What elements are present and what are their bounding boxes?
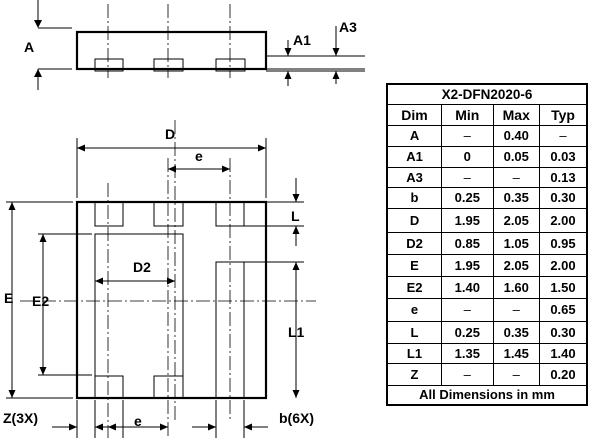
row-value: – (492, 362, 540, 386)
exposed-pad-D2 (94, 233, 184, 399)
row-value: – (441, 297, 494, 322)
row-value: 1.60 (492, 275, 540, 299)
row-value: 0 (441, 145, 494, 168)
header-max: Max (492, 103, 540, 126)
row-value: 2.05 (492, 207, 540, 233)
pad-top-2 (153, 201, 184, 227)
pad-L1 (215, 261, 245, 399)
row-value: 0.30 (538, 320, 588, 344)
side-view-lead-2 (153, 58, 184, 72)
label-A1: A1 (293, 32, 311, 48)
label-A3: A3 (339, 19, 357, 35)
row-dim-name: A (386, 124, 443, 147)
label-Z: Z(3X) (3, 410, 38, 426)
row-value: 2.05 (492, 253, 540, 277)
table-row: e––0.65 (386, 297, 588, 322)
row-value: 0.20 (538, 362, 588, 386)
row-value: 2.00 (538, 253, 588, 277)
table-header-row: Dim Min Max Typ (386, 103, 588, 126)
label-E2: E2 (32, 293, 49, 309)
row-value: 0.13 (538, 166, 588, 188)
label-e-top: e (195, 148, 203, 164)
row-dim-name: D2 (386, 231, 443, 255)
row-value: 0.35 (492, 320, 540, 344)
row-value: 0.65 (538, 297, 588, 322)
row-value: 0.25 (441, 320, 494, 344)
row-value: 1.40 (538, 342, 588, 364)
label-D: D (165, 126, 175, 142)
label-A: A (24, 39, 34, 55)
table-row: A–0.40– (386, 124, 588, 147)
row-value: 1.45 (492, 342, 540, 364)
row-dim-name: Z (386, 362, 443, 386)
row-value: 0.25 (441, 186, 494, 209)
side-view: A A1 A3 (24, 0, 365, 90)
label-b: b(6X) (279, 410, 314, 426)
row-value: 1.05 (492, 231, 540, 255)
row-value: 0.03 (538, 145, 588, 168)
row-dim-name: b (386, 186, 443, 209)
row-dim-name: L1 (386, 342, 443, 364)
label-E: E (4, 290, 13, 306)
header-min: Min (441, 103, 494, 126)
row-value: 1.95 (441, 207, 494, 233)
row-value: 0.35 (492, 186, 540, 209)
table-row: Z––0.20 (386, 362, 588, 386)
row-value: 0.95 (538, 231, 588, 255)
row-value: 0.30 (538, 186, 588, 209)
label-L1: L1 (288, 324, 305, 340)
label-e-bottom: e (134, 413, 142, 429)
side-view-lead-3 (215, 58, 246, 72)
row-value: – (441, 124, 494, 147)
row-dim-name: L (386, 320, 443, 344)
table-row: A3––0.13 (386, 166, 588, 188)
side-view-body (75, 30, 268, 71)
row-value: 1.40 (441, 275, 494, 299)
row-value: 1.95 (441, 253, 494, 277)
row-value: 1.50 (538, 275, 588, 299)
pad-top-1 (94, 201, 124, 227)
row-dim-name: E (386, 253, 443, 277)
row-value: 1.35 (441, 342, 494, 364)
row-value: – (538, 124, 588, 147)
row-value: – (441, 166, 494, 188)
bottom-view-body (75, 200, 268, 400)
row-dim-name: D (386, 207, 443, 233)
pad-bottom-2 (153, 375, 184, 399)
row-value: 0.05 (492, 145, 540, 168)
row-dim-name: A3 (386, 166, 443, 188)
header-dim: Dim (386, 103, 443, 126)
bottom-view: D e D2 E E2 L (3, 120, 316, 438)
row-dim-name: E2 (386, 275, 443, 299)
label-L: L (291, 208, 300, 224)
pad-bottom-1 (94, 375, 124, 399)
side-view-lead-1 (94, 58, 124, 72)
table-footer: All Dimensions in mm (386, 384, 588, 406)
row-value: – (441, 362, 494, 386)
row-value: 0.85 (441, 231, 494, 255)
row-dim-name: e (386, 297, 443, 322)
row-value: 0.40 (492, 124, 540, 147)
table-title: X2-DFN2020-6 (386, 83, 588, 105)
label-D2: D2 (133, 259, 151, 275)
row-value: – (492, 166, 540, 188)
row-dim-name: A1 (386, 145, 443, 168)
header-typ: Typ (538, 103, 588, 126)
row-value: 2.00 (538, 207, 588, 233)
row-value: – (492, 297, 540, 322)
